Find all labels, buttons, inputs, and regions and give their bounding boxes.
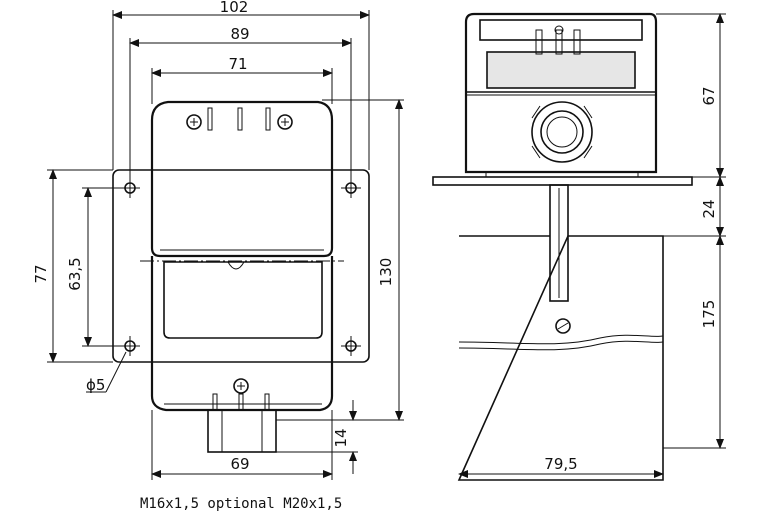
dim-102: 102: [220, 0, 249, 16]
dim-71: 71: [228, 55, 247, 73]
dim-77: 77: [32, 264, 50, 283]
mounting-hole-tr: [341, 178, 361, 198]
side-view: 67 24 175 79,5: [432, 12, 726, 481]
dim-14: 14: [332, 428, 350, 447]
dim-79-5: 79,5: [544, 455, 577, 473]
dim-130: 130: [377, 258, 395, 287]
dim-67: 67: [700, 86, 718, 105]
gland-thread-caption: M16x1,5 optional M20x1,5: [140, 496, 342, 512]
housing-lower: [150, 256, 334, 412]
cover-screw-left: [186, 114, 202, 130]
dim-175: 175: [700, 300, 718, 329]
front-view: 102 89 71 77 63,5 130 14 69 ϕ5: [32, 0, 404, 480]
side-cable-gland: [531, 101, 593, 163]
terminals: [535, 25, 581, 55]
dim-89: 89: [230, 25, 249, 43]
dim-69: 69: [230, 455, 249, 473]
probe-stem: [549, 184, 569, 302]
side-flange: [432, 176, 693, 186]
cover-screw-right: [277, 114, 293, 130]
dim-hole-dia: ϕ5: [86, 376, 105, 394]
vent-ribs: [207, 107, 271, 131]
bottom-screw: [233, 378, 249, 394]
mounting-hole-br: [341, 336, 361, 356]
cable-gland: [207, 409, 277, 453]
duct-screw: [555, 318, 571, 334]
side-housing: [464, 12, 658, 174]
duct-section: [457, 235, 664, 481]
housing-window: [163, 261, 323, 339]
dim-24: 24: [700, 199, 718, 218]
mounting-plate: [112, 169, 370, 363]
housing-upper: [150, 100, 334, 258]
dim-63-5: 63,5: [66, 257, 84, 290]
